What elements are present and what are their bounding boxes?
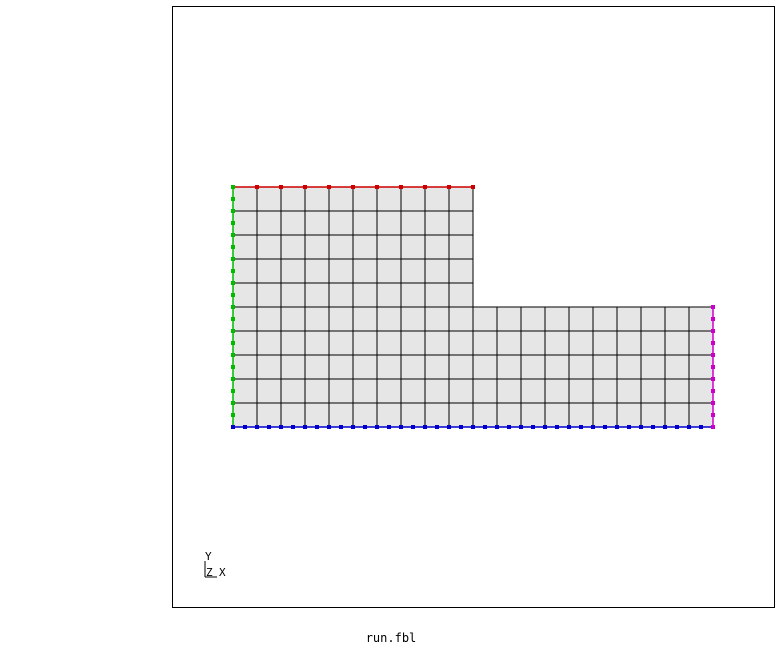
boundary-node-right: [711, 377, 715, 381]
boundary-node-bottom: [555, 425, 559, 429]
boundary-node-right: [711, 353, 715, 357]
boundary-node-left: [231, 293, 235, 297]
boundary-node-bottom: [567, 425, 571, 429]
boundary-node-left: [231, 365, 235, 369]
boundary-node-top: [327, 185, 331, 189]
boundary-node-left: [231, 269, 235, 273]
boundary-node-bottom: [471, 425, 475, 429]
boundary-node-bottom: [243, 425, 247, 429]
triad-z-label: Z: [206, 566, 213, 579]
boundary-node-left: [231, 401, 235, 405]
boundary-node-left: [231, 341, 235, 345]
boundary-node-bottom: [651, 425, 655, 429]
boundary-node-bottom: [435, 425, 439, 429]
boundary-node-top: [423, 185, 427, 189]
boundary-node-left: [231, 281, 235, 285]
boundary-node-right: [711, 425, 715, 429]
boundary-node-right: [711, 413, 715, 417]
boundary-node-top: [471, 185, 475, 189]
boundary-node-bottom: [255, 425, 259, 429]
boundary-node-bottom: [699, 425, 703, 429]
boundary-node-bottom: [675, 425, 679, 429]
boundary-node-right: [711, 365, 715, 369]
boundary-node-bottom: [423, 425, 427, 429]
boundary-node-left: [231, 197, 235, 201]
boundary-node-bottom: [339, 425, 343, 429]
boundary-node-bottom: [363, 425, 367, 429]
axis-triad-icon: Y Z X: [204, 550, 226, 579]
boundary-node-bottom: [399, 425, 403, 429]
boundary-node-left: [231, 233, 235, 237]
boundary-node-left: [231, 185, 235, 189]
boundary-node-bottom: [519, 425, 523, 429]
boundary-node-bottom: [591, 425, 595, 429]
boundary-node-bottom: [459, 425, 463, 429]
boundary-node-left: [231, 245, 235, 249]
boundary-node-bottom: [327, 425, 331, 429]
boundary-node-right: [711, 305, 715, 309]
boundary-node-left: [231, 353, 235, 357]
boundary-node-left: [231, 305, 235, 309]
boundary-node-bottom: [531, 425, 535, 429]
boundary-node-right: [711, 401, 715, 405]
boundary-node-left: [231, 389, 235, 393]
boundary-node-bottom: [291, 425, 295, 429]
boundary-node-top: [375, 185, 379, 189]
boundary-node-bottom: [615, 425, 619, 429]
boundary-node-left: [231, 329, 235, 333]
boundary-node-left: [231, 413, 235, 417]
boundary-node-bottom: [411, 425, 415, 429]
boundary-node-top: [255, 185, 259, 189]
plot-frame: [172, 6, 775, 608]
boundary-node-top: [399, 185, 403, 189]
boundary-node-top: [303, 185, 307, 189]
boundary-node-right: [711, 341, 715, 345]
finite-element-mesh[interactable]: [232, 186, 714, 428]
boundary-node-bottom: [507, 425, 511, 429]
boundary-node-bottom: [687, 425, 691, 429]
file-name-label: run.fbl: [366, 631, 417, 645]
boundary-node-bottom: [495, 425, 499, 429]
boundary-node-bottom: [663, 425, 667, 429]
boundary-node-markers: [231, 185, 715, 429]
boundary-node-bottom: [375, 425, 379, 429]
boundary-node-left: [231, 317, 235, 321]
boundary-node-bottom: [447, 425, 451, 429]
boundary-node-bottom: [627, 425, 631, 429]
boundary-node-bottom: [303, 425, 307, 429]
boundary-node-left: [231, 209, 235, 213]
boundary-node-right: [711, 389, 715, 393]
boundary-node-left: [231, 377, 235, 381]
boundary-node-bottom: [351, 425, 355, 429]
boundary-node-top: [447, 185, 451, 189]
triad-x-label: X: [219, 566, 226, 579]
boundary-node-left: [231, 257, 235, 261]
boundary-node-bottom: [267, 425, 271, 429]
boundary-node-bottom: [639, 425, 643, 429]
boundary-node-top: [279, 185, 283, 189]
boundary-node-bottom: [483, 425, 487, 429]
triad-y-label: Y: [205, 550, 212, 563]
boundary-node-right: [711, 329, 715, 333]
boundary-node-bottom: [579, 425, 583, 429]
boundary-node-bottom: [387, 425, 391, 429]
boundary-node-bottom: [543, 425, 547, 429]
boundary-node-top: [351, 185, 355, 189]
boundary-node-bottom: [603, 425, 607, 429]
boundary-node-left: [231, 221, 235, 225]
boundary-node-bottom: [231, 425, 235, 429]
boundary-node-bottom: [279, 425, 283, 429]
boundary-node-bottom: [315, 425, 319, 429]
boundary-node-right: [711, 317, 715, 321]
